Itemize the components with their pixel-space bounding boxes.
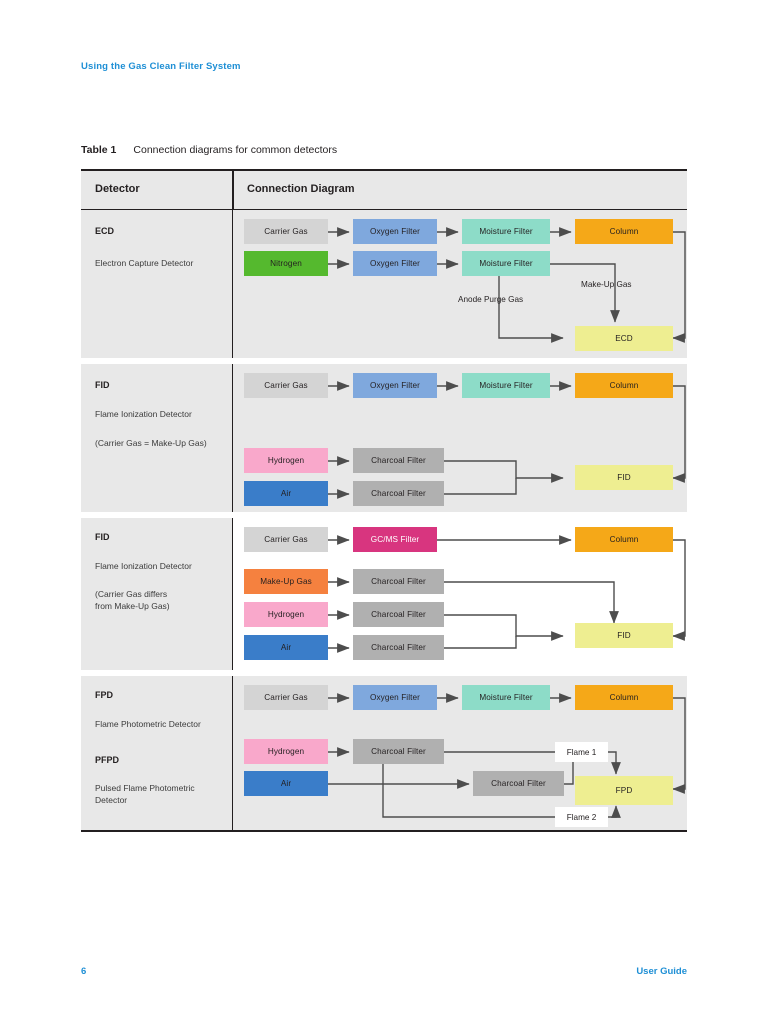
detector-abbr-ecd: ECD xyxy=(95,226,115,236)
node-column: Column xyxy=(575,527,673,552)
node-charcoal-filter-2: Charcoal Filter xyxy=(473,771,564,796)
node-oxygen-filter-2: Oxygen Filter xyxy=(353,251,437,276)
running-header: Using the Gas Clean Filter System xyxy=(81,61,241,72)
row-column-divider xyxy=(232,364,234,512)
node-oxygen-filter: Oxygen Filter xyxy=(353,685,437,710)
node-detector-fid: FID xyxy=(575,465,673,490)
diagram-ecd-connectors xyxy=(328,227,686,343)
table-number: Table 1 xyxy=(81,144,117,156)
node-column: Column xyxy=(575,373,673,398)
node-hydrogen: Hydrogen xyxy=(244,448,328,473)
table-row-fid-2: FID Flame Ionization Detector (Carrier G… xyxy=(81,518,687,670)
node-hydrogen: Hydrogen xyxy=(244,739,328,764)
table-row-fpd: FPD Flame Photometric Detector PFPD Puls… xyxy=(81,676,687,830)
detector-abbr-pfpd: PFPD xyxy=(95,755,120,765)
detector-cell-fid-2: FID Flame Ionization Detector (Carrier G… xyxy=(81,518,232,670)
header-bottom-rule xyxy=(81,209,687,210)
node-carrier-gas: Carrier Gas xyxy=(244,527,328,552)
node-charcoal-filter-2: Charcoal Filter xyxy=(353,602,444,627)
node-charcoal-filter-1: Charcoal Filter xyxy=(353,739,444,764)
label-flame-1: Flame 1 xyxy=(555,742,608,762)
table-top-rule xyxy=(81,169,687,171)
row-column-divider xyxy=(232,210,234,358)
node-moisture-filter: Moisture Filter xyxy=(462,685,550,710)
node-moisture-filter-1: Moisture Filter xyxy=(462,219,550,244)
node-nitrogen: Nitrogen xyxy=(244,251,328,276)
node-air: Air xyxy=(244,481,328,506)
diagram-cell-fpd: Carrier Gas Oxygen Filter Moisture Filte… xyxy=(233,676,687,830)
node-charcoal-filter-1: Charcoal Filter xyxy=(353,448,444,473)
detector-note-fid-2-line2: from Make-Up Gas) xyxy=(95,601,170,611)
diagram-fid-1-connectors xyxy=(328,381,686,499)
column-header-detector: Detector xyxy=(95,183,140,195)
node-oxygen-filter-1: Oxygen Filter xyxy=(353,219,437,244)
diagram-ecd: Carrier Gas Oxygen Filter Moisture Filte… xyxy=(233,210,687,358)
node-hydrogen: Hydrogen xyxy=(244,602,328,627)
table-title: Connection diagrams for common detectors xyxy=(133,144,338,156)
node-column: Column xyxy=(575,219,673,244)
label-make-up-gas: Make-Up Gas xyxy=(581,280,632,289)
row-gap-2 xyxy=(81,512,687,518)
diagram-cell-fid-2: Carrier Gas GC/MS Filter Column Make-Up … xyxy=(233,518,687,670)
node-charcoal-filter-1: Charcoal Filter xyxy=(353,569,444,594)
node-detector-fid: FID xyxy=(575,623,673,648)
node-moisture-filter-2: Moisture Filter xyxy=(462,251,550,276)
diagram-fid-1: Carrier Gas Oxygen Filter Moisture Filte… xyxy=(233,364,687,512)
detector-cell-fpd: FPD Flame Photometric Detector PFPD Puls… xyxy=(81,676,232,830)
detector-abbr-fid-2: FID xyxy=(95,532,110,542)
diagram-cell-ecd: Carrier Gas Oxygen Filter Moisture Filte… xyxy=(233,210,687,358)
diagram-cell-fid-1: Carrier Gas Oxygen Filter Moisture Filte… xyxy=(233,364,687,512)
diagram-fid-2: Carrier Gas GC/MS Filter Column Make-Up … xyxy=(233,518,687,670)
table-header-row: Detector Connection Diagram xyxy=(81,171,687,209)
detector-cell-ecd: ECD Electron Capture Detector xyxy=(81,210,232,358)
diagram-fpd: Carrier Gas Oxygen Filter Moisture Filte… xyxy=(233,676,687,830)
table-row-fid-1: FID Flame Ionization Detector (Carrier G… xyxy=(81,364,687,512)
node-air: Air xyxy=(244,771,328,796)
page-number: 6 xyxy=(81,966,87,977)
detector-name-fid-1: Flame Ionization Detector xyxy=(95,409,192,419)
node-carrier-gas: Carrier Gas xyxy=(244,219,328,244)
node-carrier-gas: Carrier Gas xyxy=(244,373,328,398)
table-row-ecd: ECD Electron Capture Detector xyxy=(81,210,687,358)
node-detector-fpd: FPD xyxy=(575,776,673,805)
detector-cell-fid-1: FID Flame Ionization Detector (Carrier G… xyxy=(81,364,232,512)
detector-name-ecd: Electron Capture Detector xyxy=(95,258,194,268)
label-flame-2: Flame 2 xyxy=(555,807,608,827)
node-charcoal-filter-3: Charcoal Filter xyxy=(353,635,444,660)
detector-name-fpd: Flame Photometric Detector xyxy=(95,719,201,729)
node-air: Air xyxy=(244,635,328,660)
detector-note-fid-1: (Carrier Gas = Make-Up Gas) xyxy=(95,438,207,448)
node-charcoal-filter-2: Charcoal Filter xyxy=(353,481,444,506)
header-column-divider xyxy=(232,171,234,209)
node-gcms-filter: GC/MS Filter xyxy=(353,527,437,552)
detector-name-pfpd-line2: Detector xyxy=(95,795,128,805)
row-column-divider xyxy=(232,676,234,830)
node-detector-ecd: ECD xyxy=(575,326,673,351)
detector-connection-table: Detector Connection Diagram ECD Electron… xyxy=(81,169,687,832)
detector-note-fid-2-line1: (Carrier Gas differs xyxy=(95,589,168,599)
detector-abbr-fpd: FPD xyxy=(95,690,113,700)
diagram-fid-2-connectors xyxy=(328,535,686,653)
table-caption: Table 1 Connection diagrams for common de… xyxy=(81,144,337,156)
detector-name-pfpd-line1: Pulsed Flame Photometric xyxy=(95,783,195,793)
row-gap-3 xyxy=(81,670,687,676)
node-column: Column xyxy=(575,685,673,710)
detector-abbr-fid-1: FID xyxy=(95,380,110,390)
footer-user-guide-label: User Guide xyxy=(636,966,687,977)
diagram-fpd-connectors xyxy=(328,693,686,818)
node-make-up-gas: Make-Up Gas xyxy=(244,569,328,594)
detector-name-fid-2: Flame Ionization Detector xyxy=(95,561,192,571)
node-carrier-gas: Carrier Gas xyxy=(244,685,328,710)
row-column-divider xyxy=(232,518,234,670)
label-anode-purge-gas: Anode Purge Gas xyxy=(458,295,524,304)
row-gap-1 xyxy=(81,358,687,364)
column-header-connection-diagram: Connection Diagram xyxy=(247,183,355,195)
node-oxygen-filter: Oxygen Filter xyxy=(353,373,437,398)
table-bottom-rule xyxy=(81,830,687,832)
node-moisture-filter: Moisture Filter xyxy=(462,373,550,398)
